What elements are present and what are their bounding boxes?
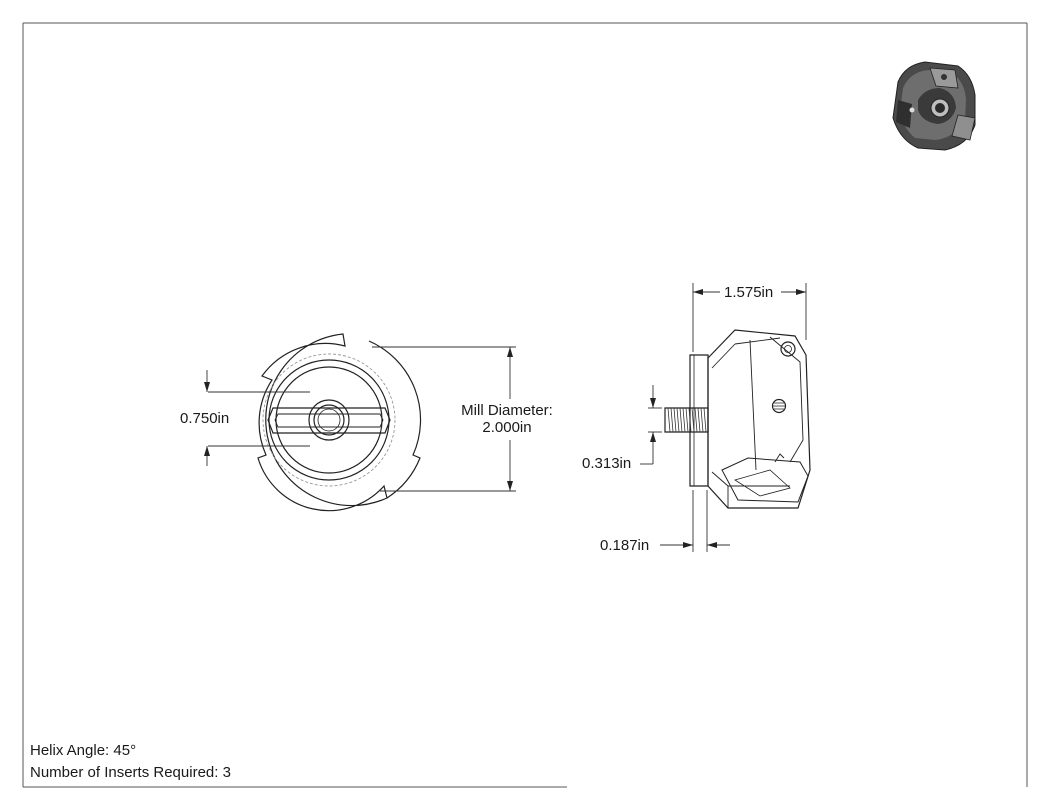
mill-diameter-title: Mill Diameter: bbox=[461, 402, 553, 419]
flange-thickness-label: 0.187in bbox=[600, 537, 650, 554]
hidden-circle bbox=[262, 353, 396, 487]
cutter-body bbox=[707, 329, 811, 509]
thread-lines bbox=[667, 407, 707, 433]
side-view-drawing bbox=[664, 329, 811, 509]
insert-screw bbox=[780, 341, 796, 357]
inner-hub-outer bbox=[268, 359, 390, 481]
inserts-required-note: Number of Inserts Required: 3 bbox=[30, 764, 231, 781]
center-boss bbox=[308, 399, 350, 441]
bore-diameter-label: 0.750in bbox=[180, 410, 230, 427]
threaded-shank bbox=[664, 407, 709, 433]
thread-height-label: 0.313in bbox=[582, 455, 632, 472]
mill-diameter-value: 2.000in bbox=[482, 419, 532, 436]
drive-slot-bar bbox=[267, 407, 391, 434]
center-bore-inner bbox=[317, 408, 341, 432]
front-view-outer-ring bbox=[368, 340, 422, 499]
sheet-border bbox=[22, 22, 1028, 788]
mill-diameter-label: Mill Diameter: 2.000in bbox=[456, 402, 558, 436]
length-label: 1.575in bbox=[724, 284, 774, 301]
front-view-drawing bbox=[257, 333, 422, 512]
center-bore bbox=[313, 404, 345, 436]
front-view-arrows bbox=[204, 347, 513, 491]
insert-pocket bbox=[721, 457, 809, 503]
helix-angle-note: Helix Angle: 45° bbox=[30, 742, 137, 759]
drive-slot-inner bbox=[274, 413, 384, 428]
drawing-notes: Helix Angle: 45° Number of Inserts Requi… bbox=[30, 740, 231, 784]
side-view-arrows bbox=[650, 289, 806, 548]
inner-hub bbox=[275, 366, 383, 474]
front-view-outer-profile bbox=[257, 333, 388, 512]
isometric-render bbox=[892, 61, 976, 151]
side-screw bbox=[771, 398, 787, 414]
